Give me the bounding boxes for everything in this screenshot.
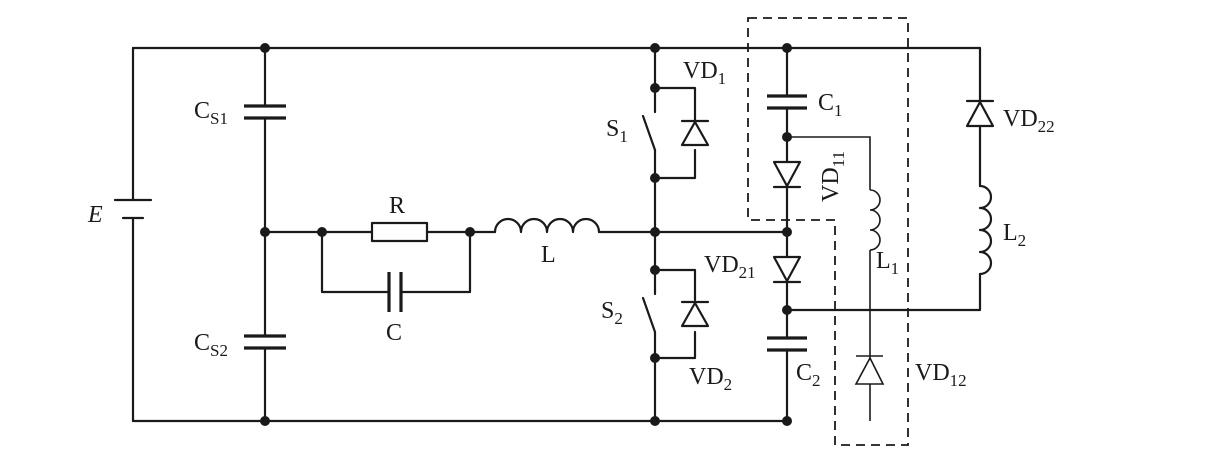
label-vd11: VD11 (818, 151, 848, 202)
diode-vd21 (772, 255, 802, 340)
dashed-box-upper (747, 17, 909, 446)
inductor-l (493, 217, 601, 234)
label-l2: L2 (1003, 220, 1026, 250)
label-c2: C2 (796, 360, 821, 390)
label-l1: L1 (876, 248, 899, 278)
switch-s1 (641, 86, 657, 180)
diode-vd12 (854, 355, 885, 421)
dc-source-e (113, 198, 153, 220)
diode-vd11 (772, 160, 802, 258)
capacitor-c2 (767, 336, 807, 423)
lower-switch-leg (653, 230, 697, 423)
label-vd12: VD12 (915, 360, 967, 390)
resistor-r (370, 221, 429, 243)
top-rail (131, 46, 982, 102)
label-vd2: VD2 (689, 364, 732, 394)
capacitor-cs1 (244, 46, 286, 338)
capacitor-c1 (767, 46, 807, 164)
label-e: E (87, 202, 103, 228)
label-vd21: VD21 (704, 252, 756, 282)
label-s1: S1 (606, 116, 628, 146)
diode-vd22 (965, 99, 995, 188)
label-c: C (386, 320, 402, 346)
label-c1: C1 (818, 90, 843, 120)
label-cs1: CS1 (194, 98, 228, 128)
diode-vd1 (680, 119, 710, 147)
junction-dots (260, 43, 792, 426)
l1-wire (787, 136, 871, 190)
label-cs2: CS2 (194, 330, 228, 360)
label-r: R (389, 193, 405, 219)
label-vd1: VD1 (683, 58, 726, 88)
upper-switch-leg (653, 46, 697, 234)
inductor-l1 (869, 189, 881, 251)
label-l: L (541, 242, 556, 268)
capacitor-cs2 (244, 334, 286, 423)
switch-s2 (641, 268, 657, 360)
inductor-l2 (978, 184, 993, 276)
l2-return-wire (785, 272, 982, 312)
label-s2: S2 (601, 298, 623, 328)
diode-vd2 (680, 300, 710, 328)
label-vd22: VD22 (1003, 106, 1055, 136)
capacitor-c (320, 230, 472, 312)
